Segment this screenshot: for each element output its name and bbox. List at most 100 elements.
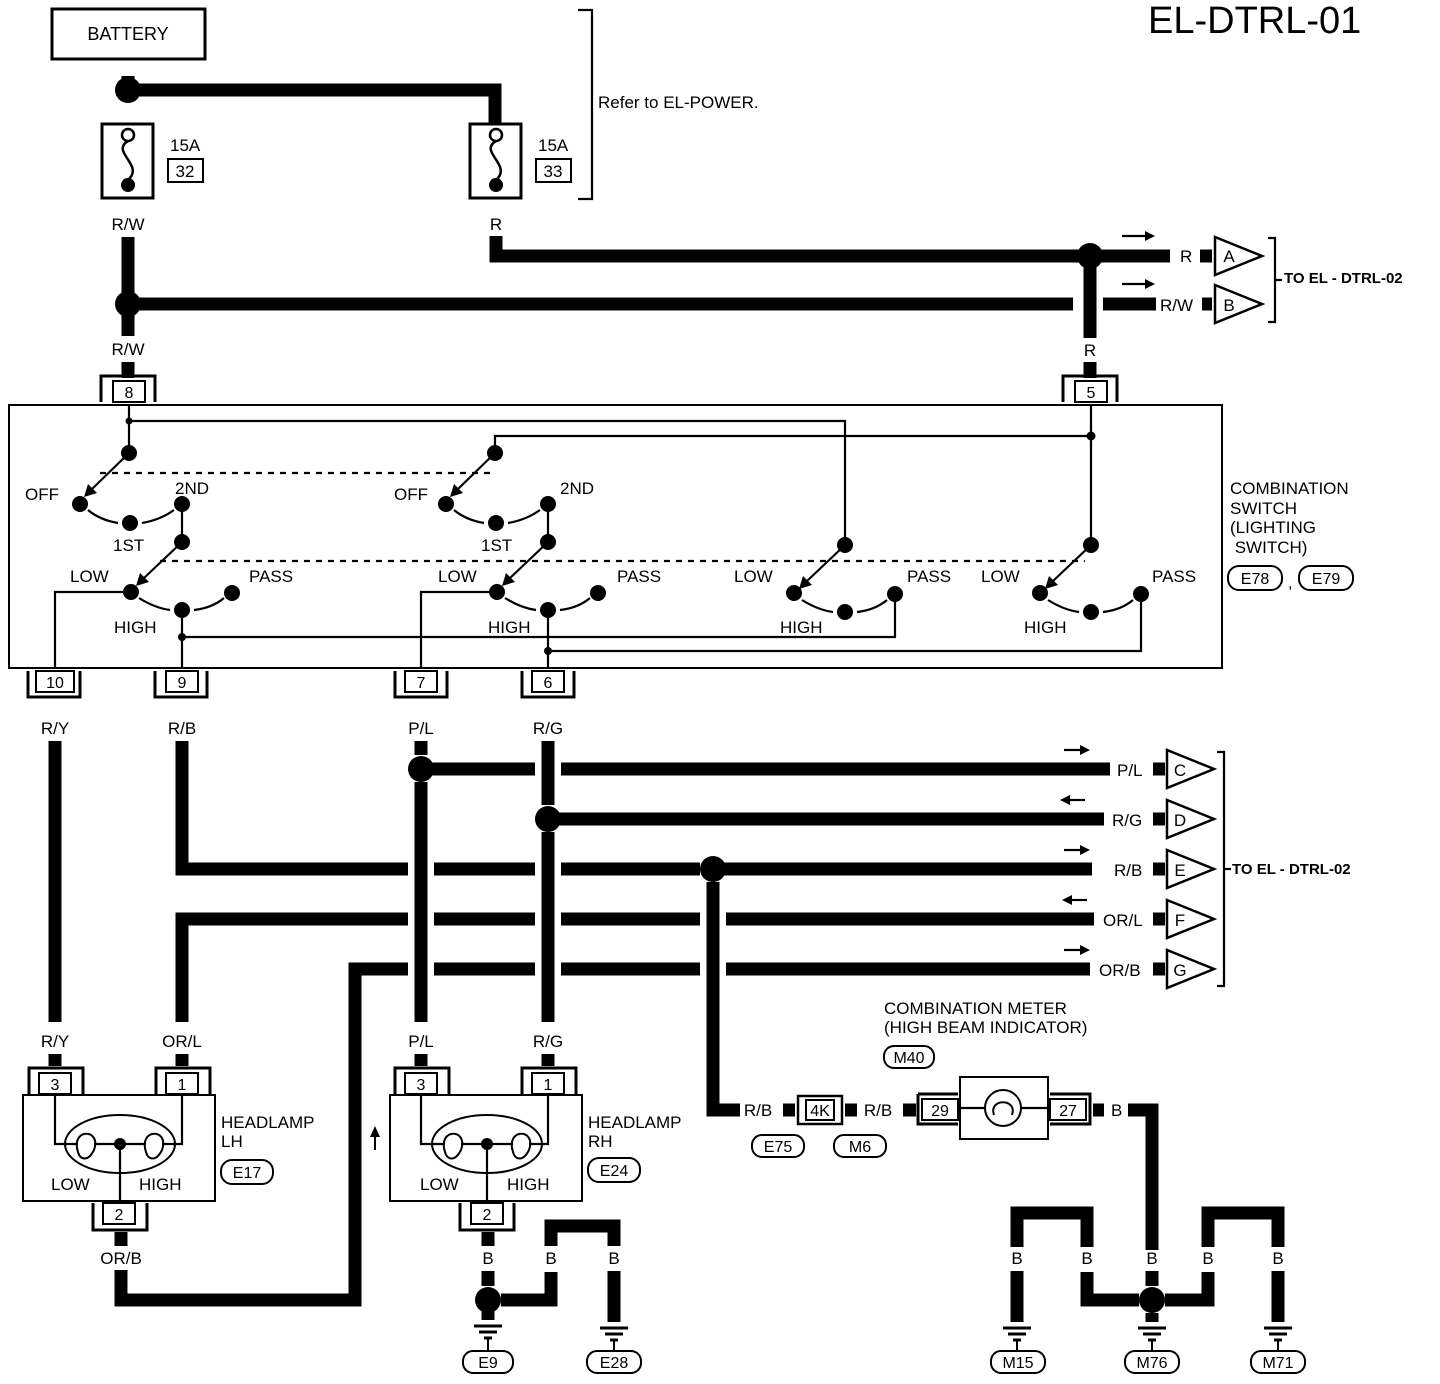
svg-text:4K: 4K <box>810 1103 830 1120</box>
svg-text:29: 29 <box>931 1103 949 1120</box>
ground-m71: M71 <box>1250 1326 1306 1374</box>
svg-text:HIGH: HIGH <box>488 618 531 637</box>
svg-text:R/G: R/G <box>533 1032 563 1051</box>
svg-text:R/W: R/W <box>1160 296 1193 315</box>
svg-text:B: B <box>1111 1101 1122 1120</box>
svg-text:B: B <box>1011 1249 1022 1268</box>
svg-text:HIGH: HIGH <box>507 1175 550 1194</box>
ground-e9: E9 <box>462 1324 514 1374</box>
svg-text:B: B <box>1202 1249 1213 1268</box>
svg-text:15A: 15A <box>170 136 201 155</box>
svg-text:M71: M71 <box>1262 1355 1293 1372</box>
svg-text:E75: E75 <box>764 1139 793 1156</box>
svg-text:HIGH: HIGH <box>780 618 823 637</box>
svg-text:OFF: OFF <box>394 485 428 504</box>
svg-text:B: B <box>545 1249 556 1268</box>
svg-text:27: 27 <box>1059 1103 1077 1120</box>
svg-text:F: F <box>1175 911 1185 930</box>
svg-text:M76: M76 <box>1136 1355 1167 1372</box>
svg-text:1: 1 <box>544 1077 553 1094</box>
combination-switch-box <box>8 404 1223 669</box>
svg-text:HIGH: HIGH <box>114 618 157 637</box>
svg-text:7: 7 <box>417 675 426 692</box>
svg-text:1ST: 1ST <box>113 536 144 555</box>
combination-switch-label: COMBINATION SWITCH (LIGHTING SWITCH) <box>1230 479 1353 557</box>
svg-text:HEADLAMP LH: HEADLAMP LH <box>221 1113 319 1151</box>
refer-label: Refer to EL-POWER. <box>598 93 759 112</box>
headlamp-rh: 3 1 LOW HIGH 2 HEADLAMP RH E24 <box>389 1066 681 1232</box>
svg-text:A: A <box>1223 247 1235 266</box>
to-dtrl02-label-bottom: TO EL - DTRL-02 <box>1232 861 1351 878</box>
svg-text:PASS: PASS <box>249 567 293 586</box>
svg-text:8: 8 <box>125 385 134 402</box>
terminal-6: 6 <box>520 670 576 699</box>
svg-text:HIGH: HIGH <box>1024 618 1067 637</box>
svg-text:R/B: R/B <box>744 1101 772 1120</box>
combination-meter: COMBINATION METER (HIGH BEAM INDICATOR) … <box>883 999 1092 1140</box>
svg-text:B: B <box>482 1249 493 1268</box>
svg-text:B: B <box>1272 1249 1283 1268</box>
svg-text:5: 5 <box>1087 385 1096 402</box>
svg-text:32: 32 <box>176 162 195 181</box>
svg-text:B: B <box>608 1249 619 1268</box>
svg-text:R/W: R/W <box>111 215 144 234</box>
terminal-9: 9 <box>153 670 209 699</box>
svg-text:1ST: 1ST <box>481 536 512 555</box>
to-dtrl02-label-top: TO EL - DTRL-02 <box>1284 270 1403 287</box>
svg-text:R/Y: R/Y <box>41 1032 69 1051</box>
fuse-32: 15A 32 <box>100 122 204 200</box>
svg-text:E28: E28 <box>600 1355 629 1372</box>
switch-group-2: OFF 2ND 1ST LOW PASS HIGH <box>394 445 661 668</box>
terminal-7: 7 <box>393 670 449 699</box>
svg-text:B: B <box>1223 296 1234 315</box>
svg-text:R/B: R/B <box>168 719 196 738</box>
svg-text:P/L: P/L <box>408 1032 434 1051</box>
battery-box <box>50 7 207 61</box>
svg-text:10: 10 <box>46 675 64 692</box>
svg-text:E17: E17 <box>233 1165 262 1182</box>
svg-text:OR/B: OR/B <box>1099 961 1141 980</box>
svg-text:R: R <box>1180 247 1192 266</box>
svg-text:R/G: R/G <box>1112 811 1142 830</box>
svg-text:M15: M15 <box>1002 1355 1033 1372</box>
svg-text:G: G <box>1173 961 1186 980</box>
battery-label: BATTERY <box>87 24 168 44</box>
svg-text:D: D <box>1174 811 1186 830</box>
svg-text:OR/B: OR/B <box>100 1249 142 1268</box>
svg-text:LOW: LOW <box>51 1175 90 1194</box>
svg-text:LOW: LOW <box>420 1175 459 1194</box>
svg-text:PASS: PASS <box>1152 567 1196 586</box>
svg-text:HIGH: HIGH <box>139 1175 182 1194</box>
svg-text:PASS: PASS <box>617 567 661 586</box>
svg-text:R/Y: R/Y <box>41 719 69 738</box>
svg-text:LOW: LOW <box>438 567 477 586</box>
terminal-10: 10 <box>26 670 82 699</box>
svg-text:E24: E24 <box>600 1163 629 1180</box>
svg-text:PASS: PASS <box>907 567 951 586</box>
svg-text:C: C <box>1174 761 1186 780</box>
ref-b-triangle <box>1213 283 1266 325</box>
svg-text:COMBINATION METER (HIGH: COMBINATION METER (HIGH BEAM INDICATOR) <box>884 999 1087 1037</box>
page-title: EL-DTRL-01 <box>1148 0 1361 42</box>
svg-text:E9: E9 <box>478 1355 498 1372</box>
svg-text:E78: E78 <box>1241 571 1270 588</box>
svg-text:LOW: LOW <box>734 567 773 586</box>
ground-e28: E28 <box>586 1326 642 1374</box>
switch-group-3: LOW PASS HIGH <box>182 537 951 639</box>
ref-a-triangle <box>1213 235 1266 277</box>
joint-4k <box>796 1094 844 1126</box>
svg-text:LOW: LOW <box>981 567 1020 586</box>
svg-text:2: 2 <box>483 1207 492 1224</box>
ground-m76: M76 <box>1124 1326 1180 1374</box>
svg-text:2ND: 2ND <box>175 479 209 498</box>
svg-text:E: E <box>1174 861 1185 880</box>
switch-group-4: LOW PASS HIGH <box>548 537 1196 653</box>
svg-text:1: 1 <box>178 1077 187 1094</box>
svg-text:R/B: R/B <box>864 1101 892 1120</box>
svg-text:9: 9 <box>178 675 187 692</box>
svg-text:33: 33 <box>544 162 563 181</box>
svg-text:OR/L: OR/L <box>1103 911 1143 930</box>
svg-text:P/L: P/L <box>408 719 434 738</box>
svg-text:R: R <box>1084 341 1096 360</box>
svg-text:E79: E79 <box>1312 571 1341 588</box>
